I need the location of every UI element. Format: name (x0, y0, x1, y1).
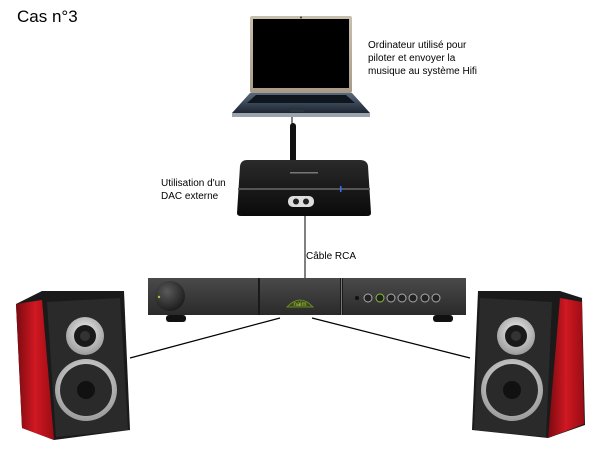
amplifier: naim (148, 278, 466, 322)
speaker-cable-right (311, 317, 471, 359)
rca-cable-label: Câble RCA (306, 251, 357, 262)
dac-label-line-1: Utilisation d'un (161, 178, 226, 189)
speaker-left (16, 291, 130, 440)
laptop-label-line-3: musique au système Hifi (368, 66, 477, 77)
dac-label-line-2: DAC externe (161, 191, 219, 202)
laptop-label: Ordinateur utilisé pour piloter et envoy… (368, 39, 498, 78)
svg-text:naim: naim (293, 302, 306, 308)
dac-label: Utilisation d'un DAC externe (161, 177, 241, 203)
dac-device (237, 123, 371, 216)
speaker-right (472, 291, 585, 438)
case-title: Cas n°3 (17, 7, 78, 26)
laptop-label-line-2: piloter et envoyer la (368, 53, 456, 64)
laptop-label-line-1: Ordinateur utilisé pour (368, 40, 467, 51)
laptop (232, 16, 370, 117)
speaker-cable-left (129, 317, 281, 359)
